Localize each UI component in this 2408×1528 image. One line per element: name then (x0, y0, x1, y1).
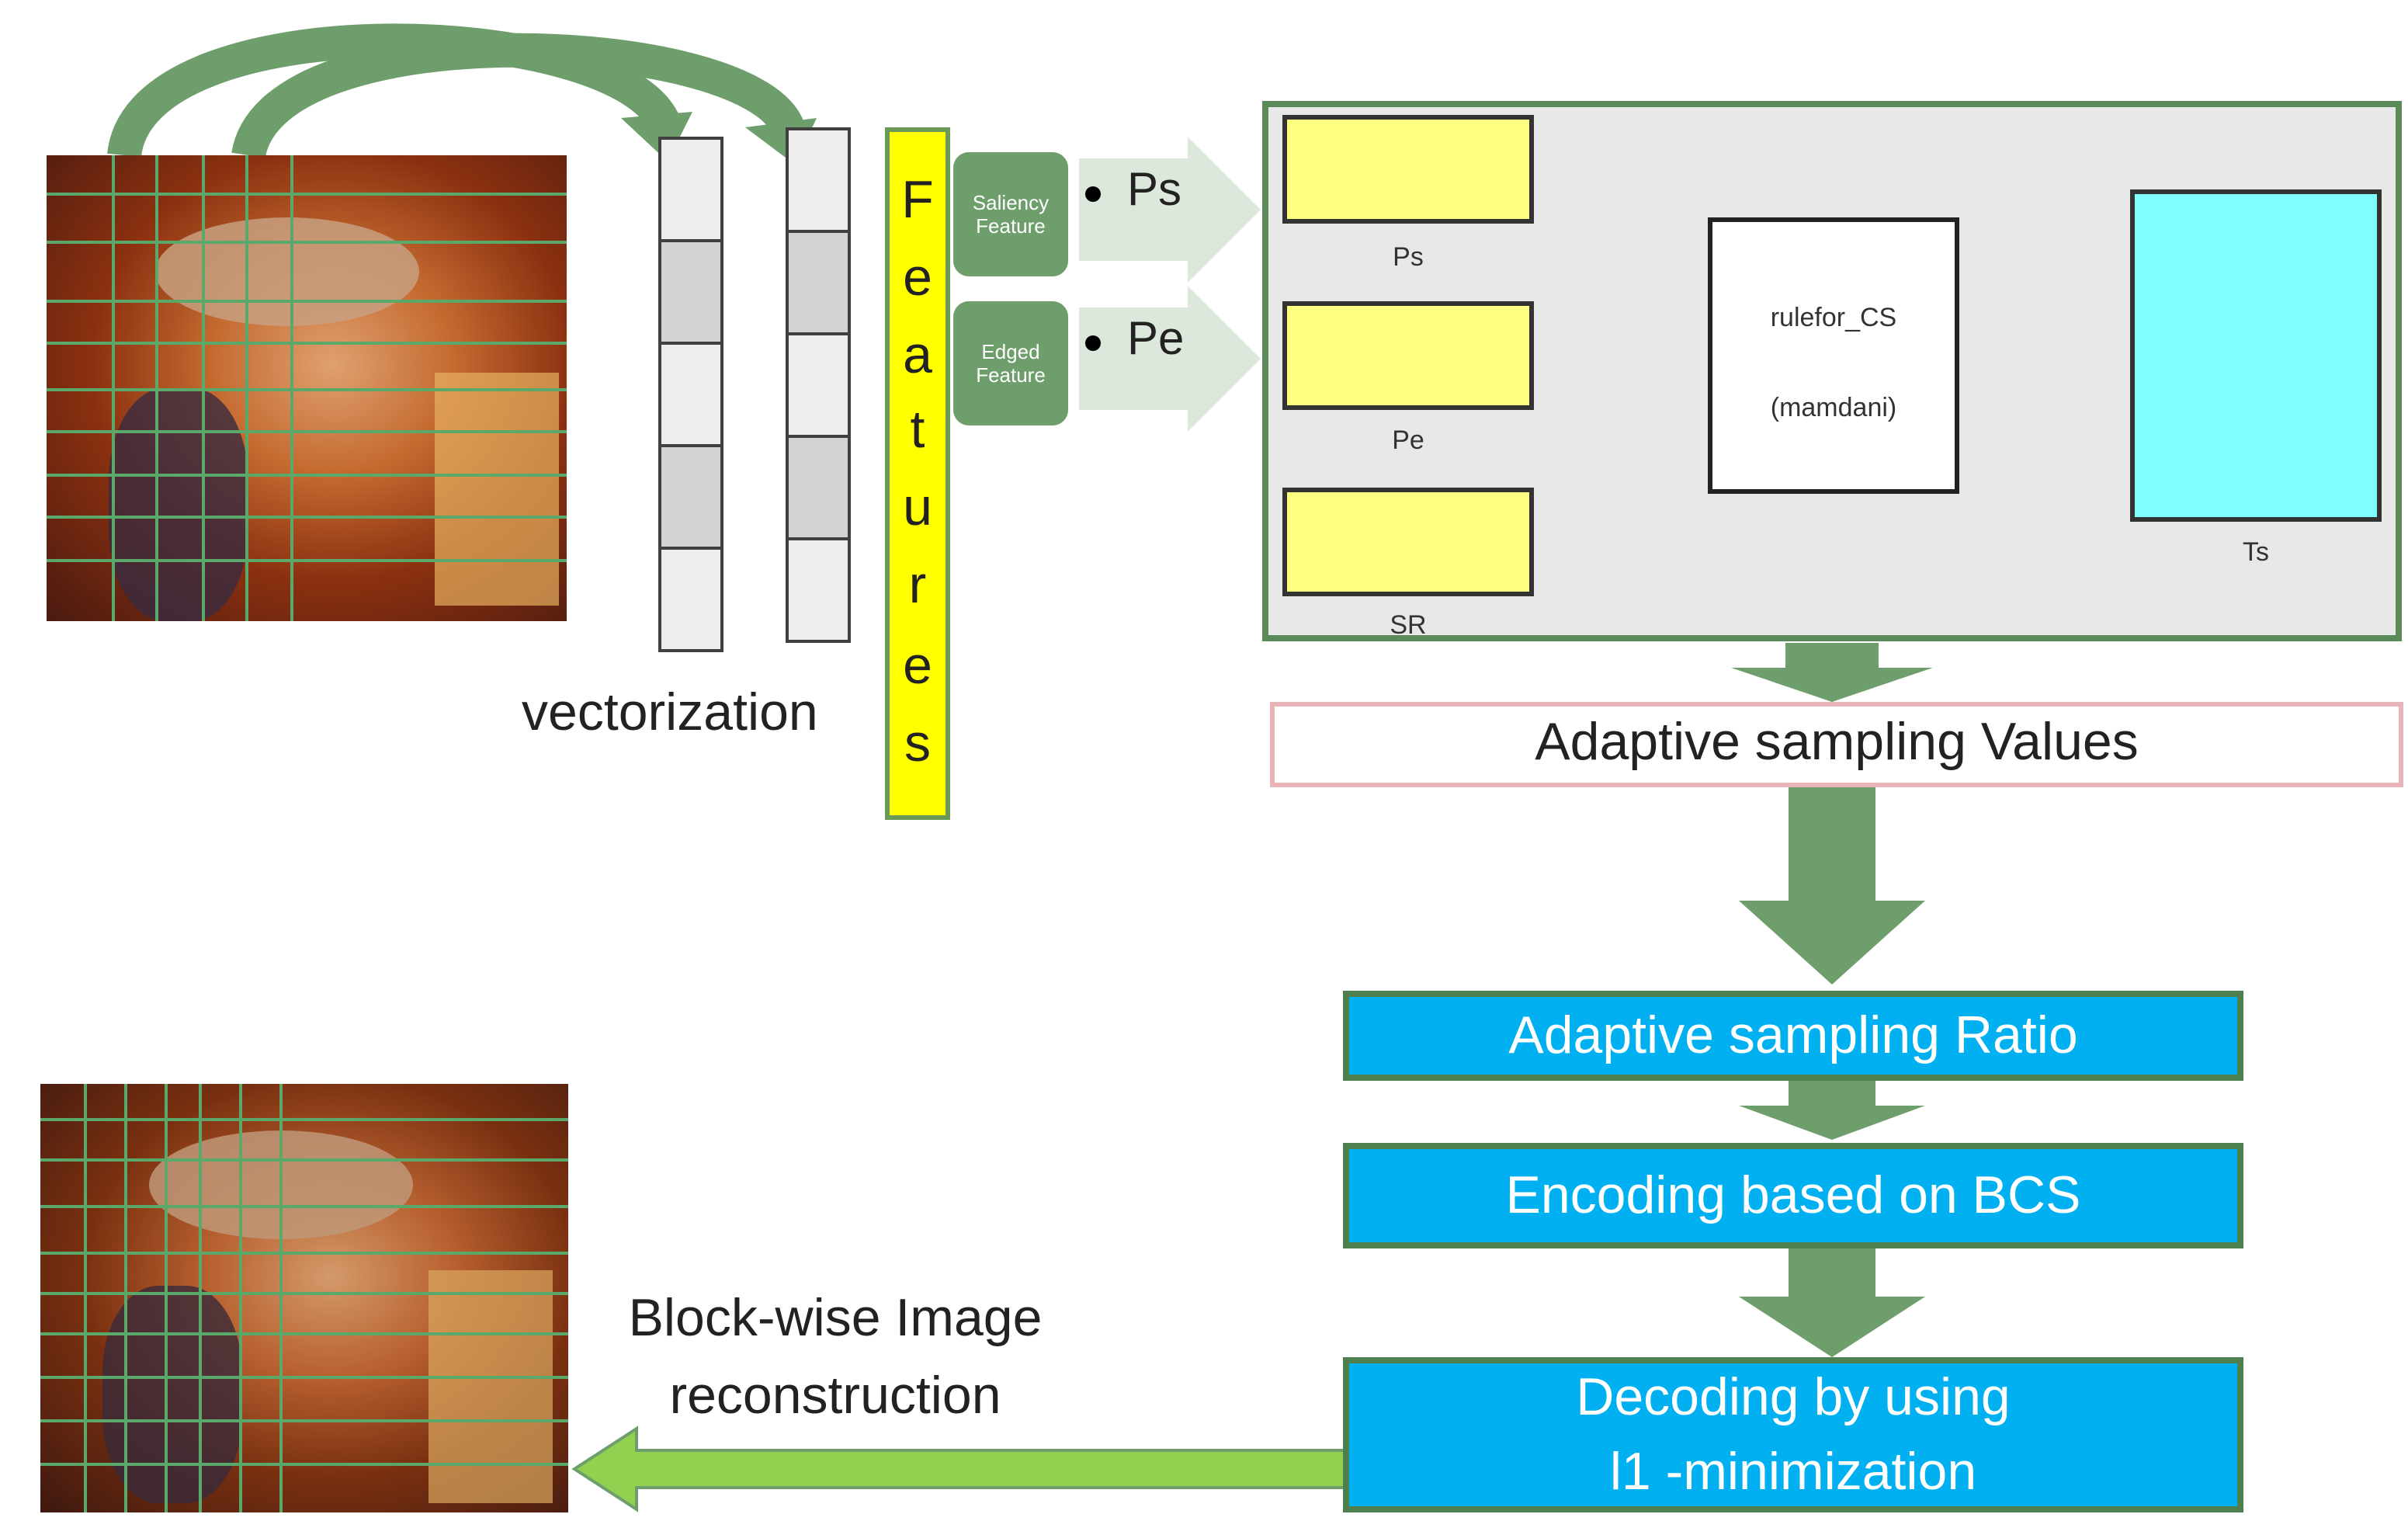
bullet-pe (1085, 335, 1101, 351)
down-arrow-1 (1731, 643, 1933, 702)
features-letter: a (903, 326, 932, 385)
features-letter: e (903, 248, 932, 307)
mf-box-sr (1282, 488, 1534, 596)
input-image (47, 155, 567, 621)
encoding-box: Encoding based on BCS (1343, 1143, 2243, 1248)
features-letter: t (910, 401, 925, 460)
down-arrow-2 (1739, 787, 1925, 985)
rule-box: rulefor_CS (mamdani) (1708, 217, 1959, 494)
features-letter: r (908, 556, 927, 615)
reconstructed-image (40, 1084, 568, 1512)
curved-arrow-1-head (621, 112, 692, 161)
rule-type: (mamdani) (1770, 393, 1897, 422)
rule-name: rulefor_CS (1770, 303, 1897, 332)
adaptive-sampling-values-box: Adaptive sampling Values (1270, 702, 2403, 787)
adaptive-sampling-ratio-box: Adaptive sampling Ratio (1343, 991, 2243, 1081)
features-letter: e (903, 637, 932, 696)
chevron-arrow-ps (1079, 137, 1261, 283)
bullet-label-ps: Ps (1127, 165, 1182, 216)
reconstruction-caption: Block-wise Image reconstruction (628, 1289, 1043, 1426)
chevron-arrow-pe (1079, 286, 1261, 432)
vectorization-label: vectorization (522, 683, 818, 742)
output-label: Ts (2243, 537, 2269, 567)
down-arrow-3 (1739, 1078, 1925, 1140)
down-arrow-4 (1739, 1248, 1925, 1357)
features-letter: s (904, 714, 931, 773)
mf-box-pe (1282, 301, 1534, 410)
mf-label-ps: Ps (1393, 242, 1424, 272)
mf-label-pe: Pe (1392, 425, 1424, 455)
features-box (885, 127, 950, 820)
curved-arrow-1 (107, 23, 681, 158)
left-arrow-reconstruction (571, 1426, 1346, 1512)
features-letter: u (903, 478, 932, 537)
curved-arrow-2 (231, 33, 806, 160)
mf-box-ps (1282, 115, 1534, 224)
bullet-ps (1085, 186, 1101, 202)
features-letter: F (901, 171, 934, 230)
mf-label-sr: SR (1390, 610, 1427, 640)
output-mf-box (2130, 189, 2382, 522)
bullet-label-pe: Pe (1127, 314, 1185, 365)
decoding-box: Decoding by using l1 -minimization (1343, 1357, 2243, 1512)
